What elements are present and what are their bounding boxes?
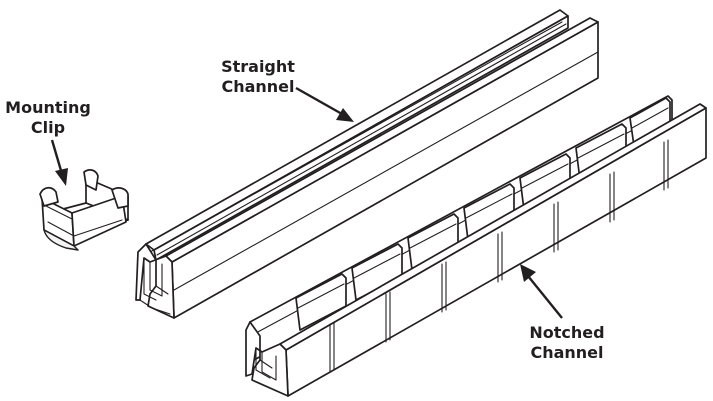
notched-channel-arrow xyxy=(520,264,563,319)
notch-slot-group xyxy=(329,139,669,373)
notched-channel xyxy=(245,95,707,397)
notched-channel-label-line2: Channel xyxy=(530,343,604,362)
notch-tab-group xyxy=(295,97,671,331)
notched-channel-label: Notched Channel xyxy=(519,323,615,363)
straight-channel-arrow xyxy=(295,86,354,122)
notched-channel-label-line1: Notched xyxy=(529,323,605,342)
straight-channel xyxy=(135,9,599,319)
clip-arrow xyxy=(50,139,68,186)
mounting-clip-label-line1: Mounting xyxy=(5,98,91,117)
mounting-clip xyxy=(39,169,129,251)
mounting-clip-label-line2: Clip xyxy=(30,118,66,137)
straight-channel-label-line1: Straight xyxy=(221,57,295,76)
straight-channel-label-line2: Channel xyxy=(221,77,295,96)
straight-channel-label: Straight Channel xyxy=(212,57,304,97)
mounting-clip-label: Mounting Clip xyxy=(2,98,94,138)
